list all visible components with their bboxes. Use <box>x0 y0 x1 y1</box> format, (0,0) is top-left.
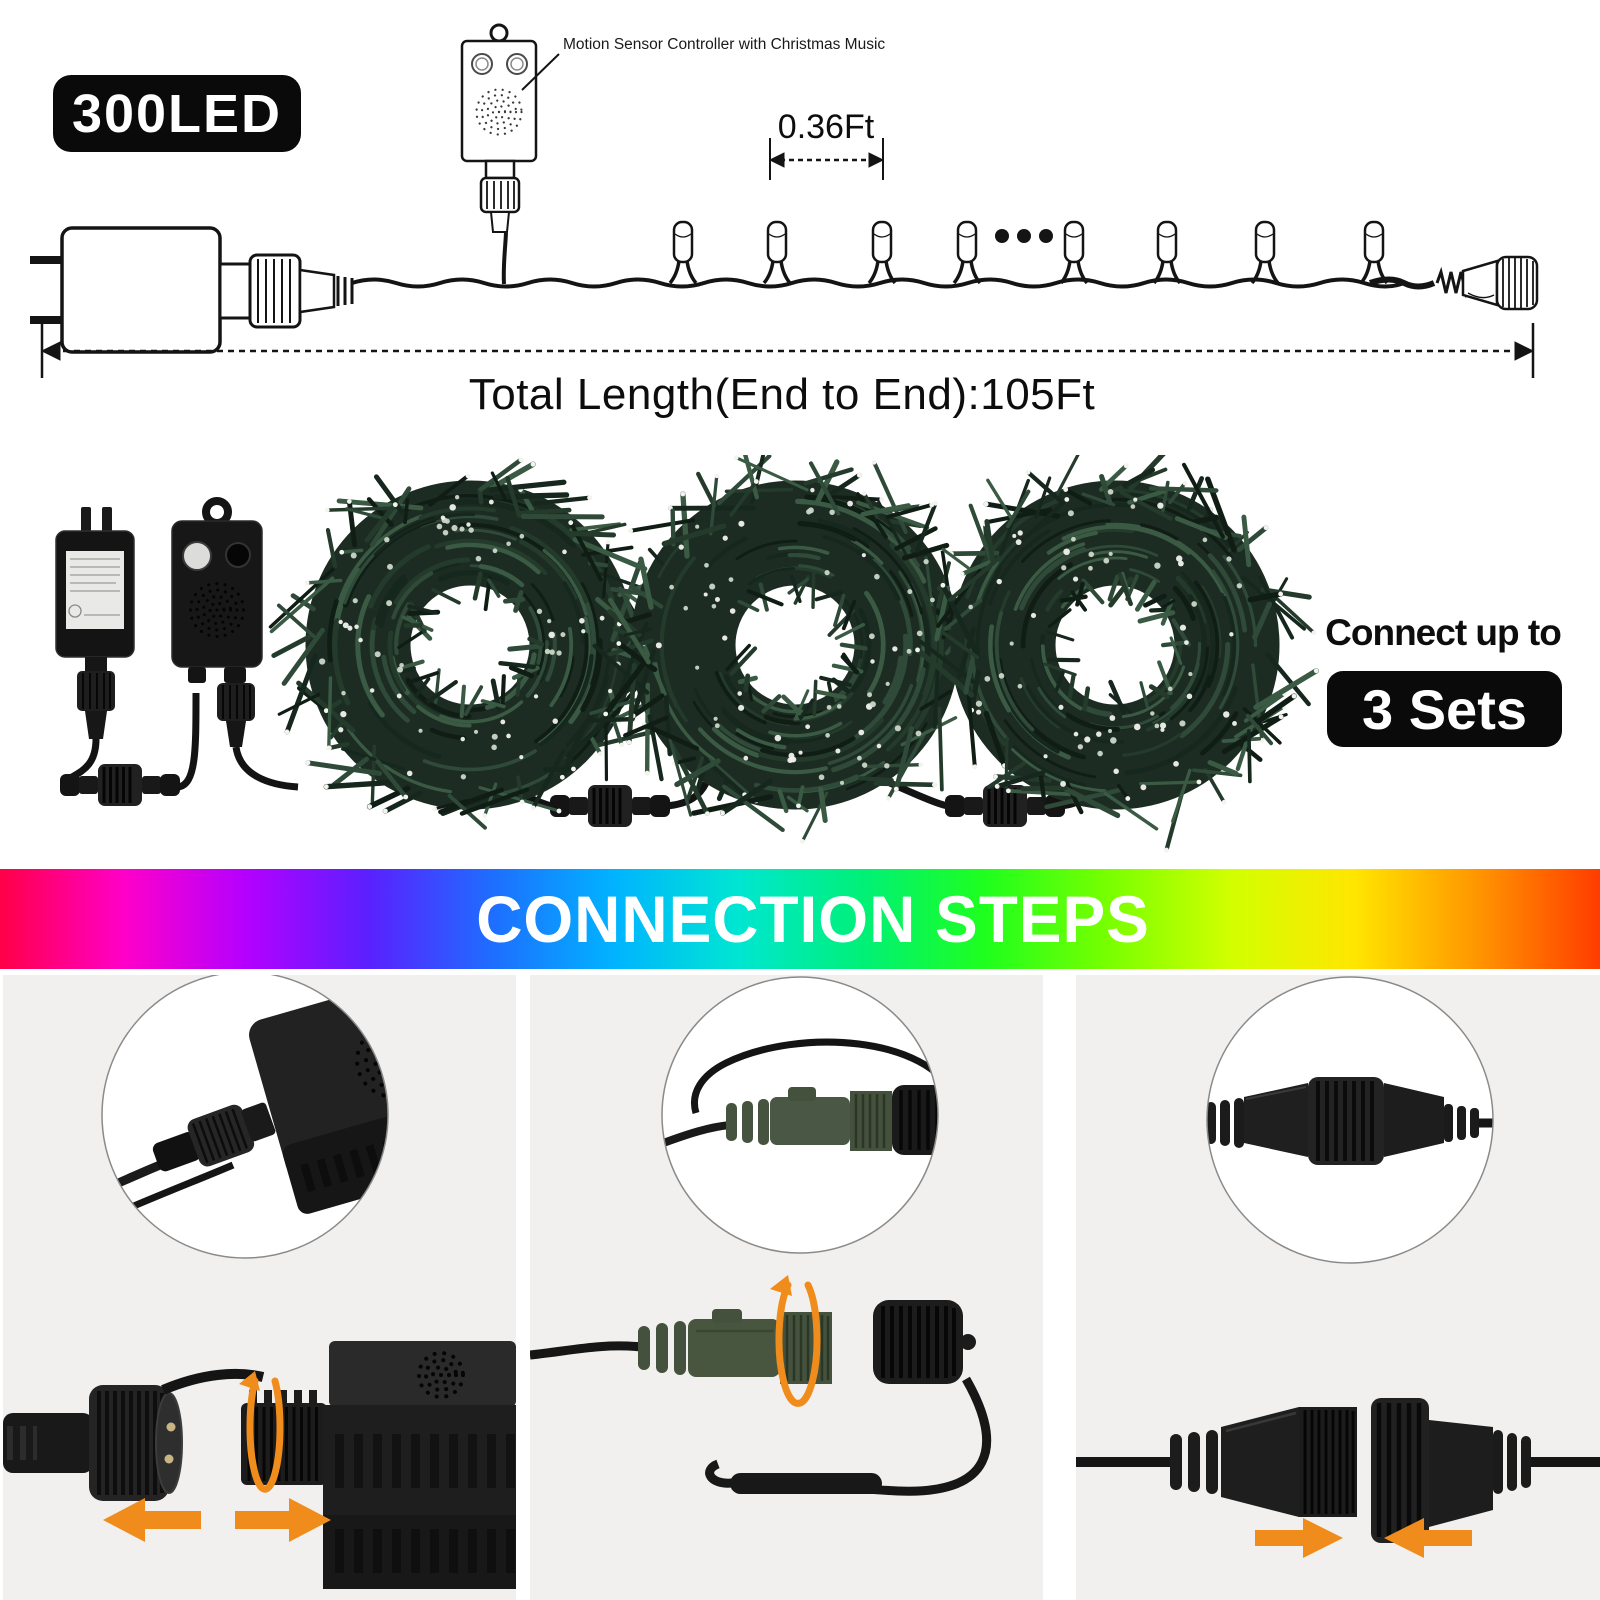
total-length-label: Total Length(End to End):105Ft <box>468 370 1096 419</box>
light-sensor-icon <box>225 542 251 568</box>
push-arrow-left-icon <box>1384 1518 1472 1558</box>
speaker-grille-icon <box>475 88 523 136</box>
ul-mark-icon <box>68 604 82 618</box>
music-controller-photo <box>171 497 299 791</box>
rotate-arrowhead-icon <box>770 1275 792 1296</box>
power-adapter-line-art <box>30 226 354 354</box>
twisted-wire-end <box>1369 276 1436 290</box>
step-3-photo <box>1076 976 1600 1558</box>
rotate-arrow-icon <box>246 1377 284 1493</box>
sets-badge: 3 Sets <box>1327 671 1562 747</box>
step-3-panel <box>1076 975 1600 1600</box>
connector-pin <box>166 1422 176 1432</box>
light-coil-2 <box>592 455 987 844</box>
tether-hook <box>730 1473 882 1494</box>
step-2-photo <box>530 976 992 1496</box>
end-connector-line-art <box>1435 255 1539 311</box>
step-2-panel <box>530 975 1043 1600</box>
ellipsis-dots <box>995 229 1053 243</box>
string-wire <box>351 277 1405 289</box>
product-set-photo <box>55 455 1319 853</box>
step-3-inset-photo <box>1207 1077 1493 1165</box>
rotate-arrowhead-icon <box>239 1371 260 1391</box>
connector-pin <box>164 1454 174 1464</box>
inline-connector <box>550 785 670 827</box>
coil-connectors <box>60 764 1065 827</box>
step-1-photo <box>3 975 516 1589</box>
speaker-grille-icon <box>189 582 245 638</box>
banner-title: CONNECTION STEPS <box>476 882 1150 956</box>
connection-steps-banner: CONNECTION STEPS <box>0 869 1600 969</box>
inline-connector <box>60 764 180 806</box>
length-dimension <box>40 323 1535 378</box>
music-controller-line-art <box>460 23 538 233</box>
motion-sensor-icon <box>183 542 211 570</box>
led-count-badge: 300LED <box>53 75 301 152</box>
plug-and-controller-photo <box>3 1341 516 1589</box>
push-arrow-right-icon <box>235 1498 331 1542</box>
string-lights-diagram <box>30 23 1539 378</box>
connect-up-to-label: Connect up to <box>1325 612 1562 653</box>
light-coil-3 <box>914 455 1319 853</box>
adapter-spec-label <box>66 551 124 629</box>
spacing-dimension <box>768 138 885 180</box>
controller-cable <box>501 232 508 285</box>
label-pointer-line <box>521 53 560 91</box>
power-adapter-photo <box>55 507 135 781</box>
speaker-grille-icon <box>417 1351 465 1399</box>
two-connectors-photo <box>1076 1398 1600 1543</box>
step-2-inset-photo <box>662 1038 938 1155</box>
pull-arrow-left-icon <box>103 1498 201 1542</box>
push-arrow-right-icon <box>1255 1518 1343 1558</box>
led-bulbs <box>668 220 1389 285</box>
spacing-label: 0.36Ft <box>777 108 875 146</box>
controller-label: Motion Sensor Controller with Christmas … <box>563 36 886 53</box>
step-1-panel <box>3 975 516 1600</box>
rotate-arrow-icon <box>775 1281 821 1407</box>
light-coils <box>268 455 1319 853</box>
green-connector-cap-photo <box>530 1275 992 1496</box>
light-coil-1 <box>268 457 671 830</box>
